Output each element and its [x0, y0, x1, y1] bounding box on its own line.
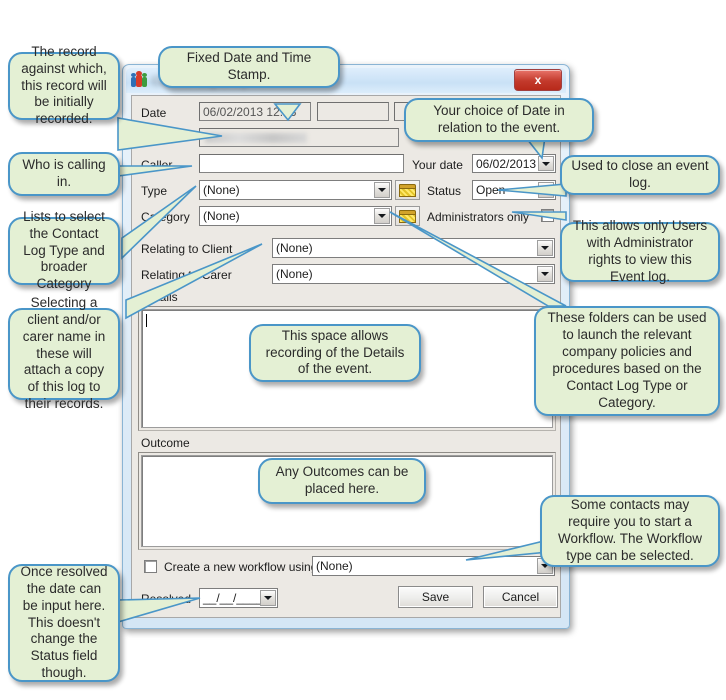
callout-administrator-rights: This allows only Users with Administrato…	[560, 218, 720, 284]
type-value: (None)	[203, 183, 240, 197]
close-button[interactable]: x	[514, 69, 562, 91]
date-label: Date	[141, 106, 167, 120]
owner-field	[199, 128, 399, 147]
relating-to-carer-label: Relating to Carer	[141, 268, 232, 282]
callout-outcomes-here: Any Outcomes can be placed here.	[258, 458, 426, 504]
people-icon	[131, 70, 147, 89]
type-label: Type	[141, 184, 168, 198]
callout-record-against: The record against which, this record wi…	[8, 44, 120, 126]
administrators-only-checkbox[interactable]	[541, 209, 554, 222]
relating-to-client-value: (None)	[276, 241, 313, 255]
your-date-label: Your date	[412, 158, 463, 172]
chevron-down-icon[interactable]	[538, 182, 554, 198]
create-workflow-label: Create a new workflow using	[164, 560, 318, 574]
owner-value-blurred	[205, 132, 307, 143]
resolved-label: Resolved	[141, 592, 192, 606]
chevron-down-icon[interactable]	[260, 590, 276, 606]
resolved-combo[interactable]: __/__/____	[199, 588, 278, 608]
your-date-combo[interactable]: 06/02/2013	[472, 154, 556, 173]
callout-your-choice-date: Your choice of Date in relation to the e…	[404, 98, 594, 142]
callout-close-event-log: Used to close an event log.	[560, 155, 720, 195]
callout-who-is-calling: Who is calling in.	[8, 152, 120, 196]
chevron-down-icon[interactable]	[537, 240, 553, 256]
relating-to-client-label: Relating to Client	[141, 242, 233, 256]
workflow-combo[interactable]: (None)	[312, 556, 555, 576]
relating-to-carer-combo[interactable]: (None)	[272, 264, 555, 284]
category-combo[interactable]: (None)	[199, 206, 392, 226]
callout-details-space: This space allows recording of the Detai…	[249, 324, 421, 382]
callout-selecting-client: Selecting a client and/or carer name in …	[8, 295, 120, 411]
date-field: 06/02/2013 12:33	[199, 102, 311, 121]
resolved-value: __/__/____	[203, 591, 264, 605]
folder-icon	[399, 209, 416, 223]
administrators-only-label: Administrators only	[427, 210, 530, 224]
your-date-value: 06/02/2013	[476, 156, 537, 171]
callout-fixed-date-stamp: Fixed Date and Time Stamp.	[158, 46, 340, 88]
status-label: Status	[427, 184, 462, 198]
category-value: (None)	[203, 209, 240, 223]
save-button-label: Save	[421, 590, 450, 604]
chevron-down-icon[interactable]	[374, 182, 390, 198]
status-value: Open	[476, 183, 506, 197]
cancel-button-label: Cancel	[501, 590, 540, 604]
callout-resolved-note: Once resolved the date can be input here…	[8, 564, 120, 682]
caller-label: Caller	[141, 158, 173, 172]
callout-lists-to-select: Lists to select the Contact Log Type and…	[8, 209, 120, 291]
save-button[interactable]: Save	[398, 586, 473, 608]
caller-input[interactable]	[199, 154, 404, 173]
details-label: Details	[141, 290, 178, 304]
status-combo[interactable]: Open	[472, 180, 556, 200]
folder-icon	[399, 183, 416, 197]
relating-to-client-combo[interactable]: (None)	[272, 238, 555, 258]
workflow-value: (None)	[316, 559, 353, 573]
create-workflow-checkbox[interactable]	[144, 560, 157, 573]
relating-to-carer-value: (None)	[276, 267, 313, 281]
date-extra-field-1	[317, 102, 389, 121]
category-folder-button[interactable]	[395, 206, 420, 226]
type-folder-button[interactable]	[395, 180, 420, 200]
callout-folders-launch: These folders can be used to launch the …	[534, 306, 720, 416]
chevron-down-icon[interactable]	[374, 208, 390, 224]
cancel-button[interactable]: Cancel	[483, 586, 558, 608]
outcome-label: Outcome	[141, 436, 190, 450]
owner-label: Owner	[141, 132, 177, 146]
callout-workflow-note: Some contacts may require you to start a…	[540, 495, 720, 567]
text-caret	[146, 314, 147, 327]
category-label: Category	[141, 210, 190, 224]
type-combo[interactable]: (None)	[199, 180, 392, 200]
chevron-down-icon[interactable]	[537, 266, 553, 282]
chevron-down-icon[interactable]	[538, 156, 554, 171]
